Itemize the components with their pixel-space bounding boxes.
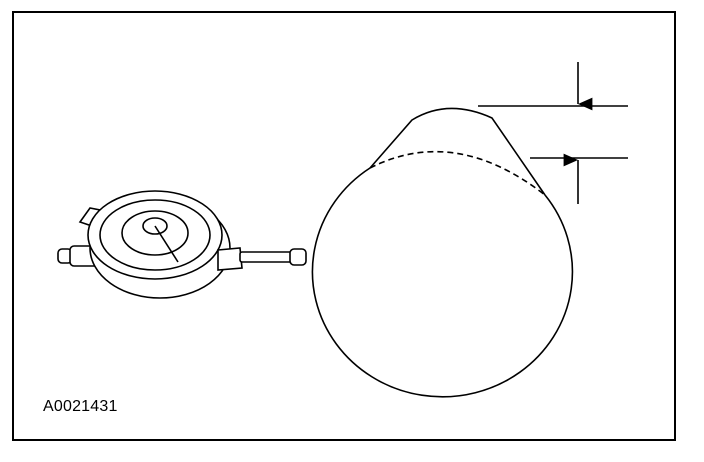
dial-indicator-icon [57, 190, 307, 299]
camshaft-lobe-icon [311, 107, 574, 398]
dimension-arrow-icon [478, 62, 628, 204]
figure-id-label: A0021431 [43, 398, 118, 415]
